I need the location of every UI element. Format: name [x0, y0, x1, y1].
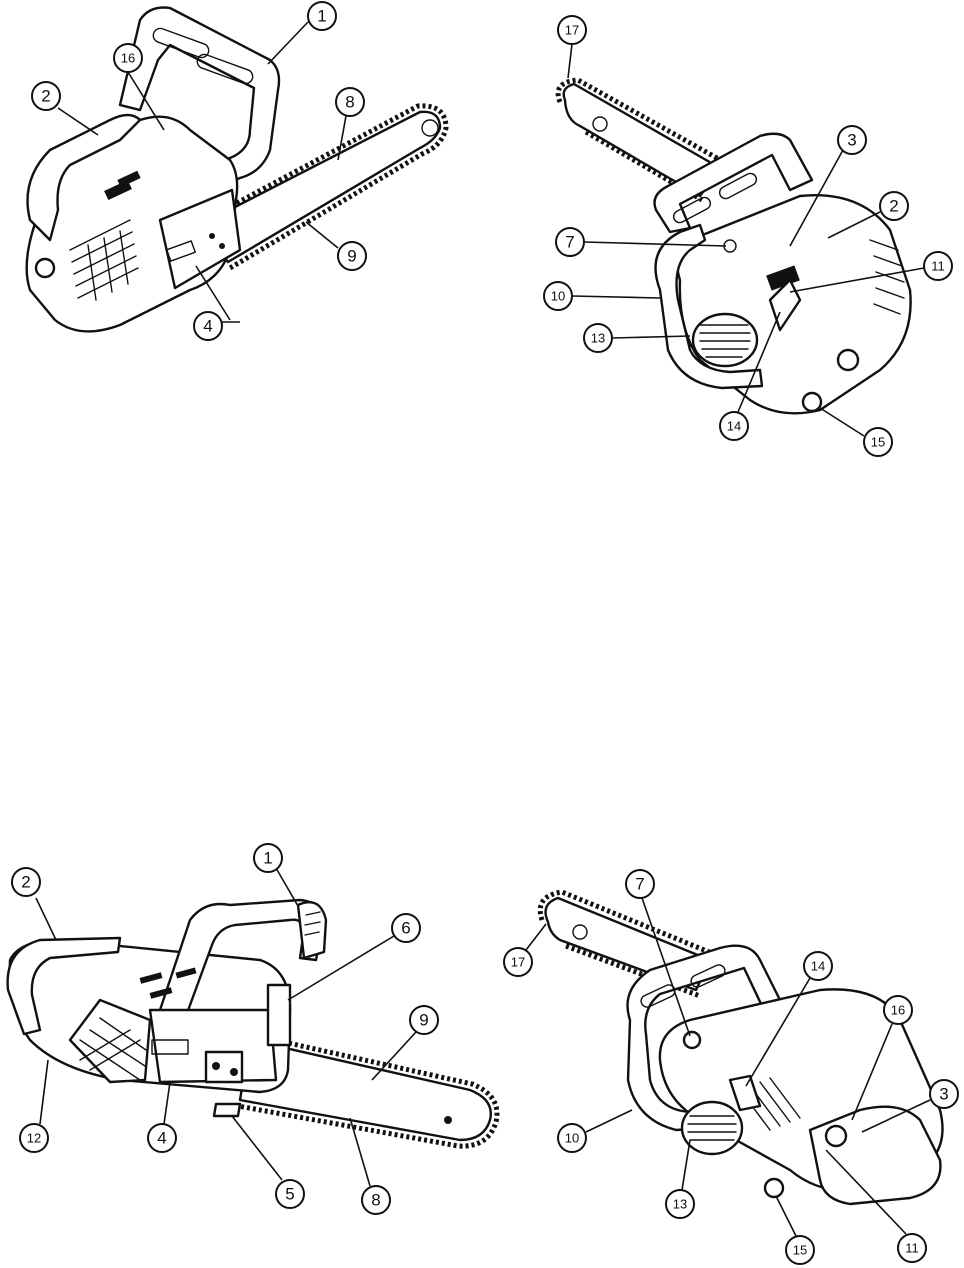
callout-16: 16	[113, 43, 143, 73]
chainsaw-bottom-right-illustration	[537, 889, 944, 1206]
callout-10: 10	[543, 281, 573, 311]
svg-text:13: 13	[591, 331, 605, 346]
callouts-bottom-left: 1 2 6 9 12 4 5 8	[11, 843, 439, 1215]
svg-text:14: 14	[727, 419, 741, 434]
callout-3: 3	[837, 125, 867, 155]
svg-text:2: 2	[889, 197, 898, 216]
callout-11: 11	[923, 251, 953, 281]
chainsaw-top-left-illustration	[25, 6, 449, 333]
callout-3: 3	[929, 1079, 959, 1109]
svg-text:17: 17	[565, 23, 579, 38]
svg-text:7: 7	[635, 875, 644, 894]
callouts-bottom-right: 7 17 14 16 3 10 13 15 11	[503, 869, 959, 1265]
svg-text:9: 9	[347, 247, 356, 266]
callout-12: 12	[19, 1123, 49, 1153]
svg-text:3: 3	[939, 1085, 948, 1104]
callout-11: 11	[897, 1233, 927, 1263]
svg-text:8: 8	[345, 93, 354, 112]
svg-text:15: 15	[793, 1243, 807, 1258]
svg-text:3: 3	[847, 131, 856, 150]
svg-text:14: 14	[811, 959, 825, 974]
callout-2: 2	[31, 81, 61, 111]
svg-text:17: 17	[511, 955, 525, 970]
svg-text:16: 16	[891, 1003, 905, 1018]
svg-text:11: 11	[931, 259, 945, 274]
callout-5: 5	[275, 1179, 305, 1209]
callouts-top-right: 17 3 2 7 11 10 13 14 15	[543, 15, 953, 457]
callout-17: 17	[557, 15, 587, 45]
callout-14: 14	[719, 411, 749, 441]
callout-13: 13	[665, 1189, 695, 1219]
svg-text:2: 2	[21, 873, 30, 892]
svg-text:15: 15	[871, 435, 885, 450]
svg-text:1: 1	[317, 7, 326, 26]
callout-8: 8	[335, 87, 365, 117]
callout-14: 14	[803, 951, 833, 981]
svg-text:6: 6	[401, 919, 410, 938]
svg-text:10: 10	[551, 289, 565, 304]
callout-13: 13	[583, 323, 613, 353]
callout-4: 4	[147, 1123, 177, 1153]
svg-text:8: 8	[371, 1191, 380, 1210]
callout-9: 9	[337, 241, 367, 271]
svg-text:11: 11	[905, 1241, 919, 1256]
callout-16: 16	[883, 995, 913, 1025]
svg-text:4: 4	[157, 1129, 166, 1148]
callout-15: 15	[863, 427, 893, 457]
callout-15: 15	[785, 1235, 815, 1265]
chainsaw-bottom-left-illustration	[6, 898, 500, 1149]
callout-10: 10	[557, 1123, 587, 1153]
svg-text:7: 7	[565, 233, 574, 252]
svg-text:16: 16	[121, 51, 135, 66]
callout-6: 6	[391, 913, 421, 943]
svg-text:9: 9	[419, 1011, 428, 1030]
callout-8: 8	[361, 1185, 391, 1215]
callout-2: 2	[879, 191, 909, 221]
callout-7: 7	[555, 227, 585, 257]
svg-text:4: 4	[203, 317, 212, 336]
callout-1: 1	[307, 1, 337, 31]
chainsaw-top-right-illustration	[555, 77, 912, 415]
svg-text:12: 12	[27, 1131, 41, 1146]
svg-text:10: 10	[565, 1131, 579, 1146]
svg-text:5: 5	[285, 1185, 294, 1204]
callout-17: 17	[503, 947, 533, 977]
callouts-top-left: 1 16 2 8 9 4	[31, 1, 367, 341]
callout-1: 1	[253, 843, 283, 873]
svg-text:13: 13	[673, 1197, 687, 1212]
svg-text:1: 1	[263, 849, 272, 868]
svg-text:2: 2	[41, 87, 50, 106]
callout-7: 7	[625, 869, 655, 899]
callout-2: 2	[11, 867, 41, 897]
callout-9: 9	[409, 1005, 439, 1035]
callout-4: 4	[193, 311, 223, 341]
